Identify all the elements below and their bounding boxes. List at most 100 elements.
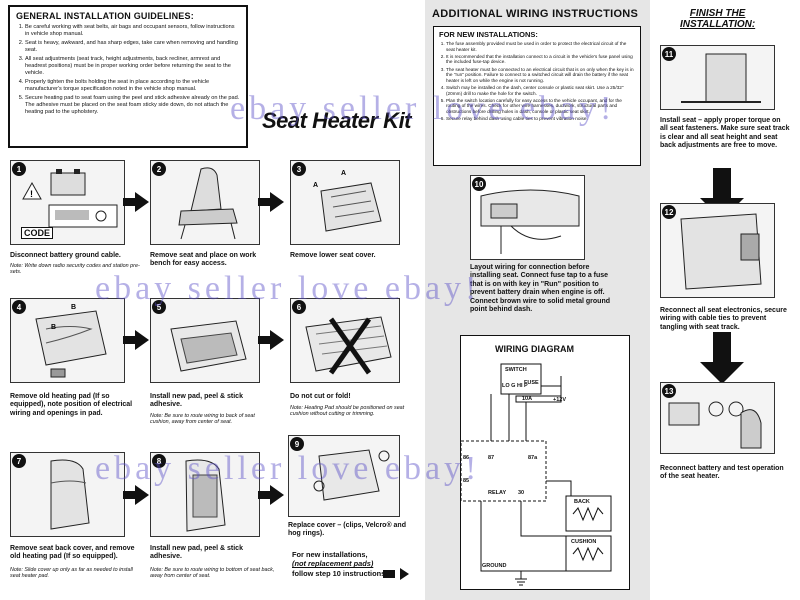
step-number: 12	[662, 205, 676, 219]
step-number: 9	[290, 437, 304, 451]
install-seat-icon	[681, 53, 761, 103]
step-number: 4	[12, 300, 26, 314]
relay-label: RELAY	[488, 490, 507, 496]
step-number: 6	[292, 300, 306, 314]
right-arrow-icon	[123, 485, 149, 505]
guideline-item: Be careful working with seat belts, air …	[25, 24, 240, 38]
guideline-item: All seat adjustments (seat track, height…	[25, 56, 240, 77]
step-number: 5	[152, 300, 166, 314]
step-8-caption: Install new pad, peel & stick adhesive.	[150, 545, 243, 561]
step-number: 11	[662, 47, 676, 61]
svg-text:!: !	[30, 189, 33, 199]
no-cut-icon	[305, 316, 392, 375]
for-new-installations-note: For new installations, (not replacement …	[292, 550, 417, 578]
for-new-line-2: (not replacement pads)	[292, 559, 374, 569]
for-new-line-1: For new installations,	[292, 550, 368, 559]
instruction-item: Switch may be installed on the dash, cen…	[446, 85, 635, 96]
dash-wiring-icon	[480, 189, 580, 254]
instruction-item: It is recommended that the installation …	[446, 54, 635, 65]
step-9-caption: Replace cover – (clips, Velcro® and hog …	[288, 522, 406, 538]
step-13-illustration	[660, 382, 775, 454]
guidelines-list: Be careful working with seat belts, air …	[16, 24, 240, 116]
wiring-schematic-icon	[461, 363, 612, 586]
seat-cover-removal-icon: AA	[313, 170, 382, 232]
step-5-illustration	[150, 298, 260, 383]
kit-title: Seat Heater Kit	[262, 108, 412, 133]
step-13-caption: Reconnect battery and test operation of …	[660, 465, 784, 481]
step-1-note: Note: Write down radio security codes an…	[10, 263, 140, 276]
step-number: 2	[152, 162, 166, 176]
finish-title-line-1: FINISH THE	[689, 8, 746, 19]
back-label: BACK	[574, 499, 590, 505]
cushion-label: CUSHION	[571, 539, 597, 545]
instruction-item: The seat heater must be connected to an …	[446, 67, 635, 84]
battery-radio-icon: !	[22, 169, 118, 228]
watermark-text: ebay seller love ebay!	[95, 270, 481, 307]
relay-pin-85: 85	[463, 478, 470, 484]
instruction-item: Secure relay behind dash using cable tie…	[446, 116, 635, 122]
watermark-text: ebay seller love ebay!	[95, 450, 481, 487]
step-7-illustration	[10, 452, 125, 537]
step-1-illustration: ! CODE	[10, 160, 125, 245]
switch-pins-label: LO G HI P	[502, 383, 528, 389]
fuse-label: FUSE	[524, 380, 539, 386]
finish-title-line-2: INSTALLATION:	[680, 19, 756, 30]
step-1-caption: Disconnect battery ground cable.	[10, 252, 121, 259]
seat-icon	[178, 167, 238, 240]
svg-text:A: A	[341, 170, 346, 177]
step-11-caption: Install seat – apply proper torque on al…	[660, 117, 790, 150]
fuse-rating-label: 10A	[522, 396, 533, 402]
additional-wiring-title: ADDITIONAL WIRING INSTRUCTIONS	[432, 8, 639, 20]
battery-test-icon	[668, 401, 762, 449]
svg-text:B: B	[71, 304, 76, 311]
seat-electronics-icon	[680, 213, 762, 290]
step-2-caption: Remove seat and place on work bench for …	[150, 252, 257, 268]
ground-label: GROUND	[482, 563, 507, 569]
wiring-diagram	[460, 335, 630, 590]
step-5-note: Note: Be sure to route wiring to back of…	[150, 413, 255, 426]
relay-pin-86: 86	[463, 455, 470, 461]
step-number: 7	[12, 454, 26, 468]
switch-label: SWITCH	[505, 367, 527, 373]
svg-text:A: A	[313, 182, 318, 189]
step-number: 10	[472, 177, 486, 191]
watermark-text: ebay seller love ebay!	[230, 90, 616, 127]
step-6-illustration	[290, 298, 400, 383]
instruction-item: Plan the switch location carefully for e…	[446, 98, 635, 115]
right-arrow-icon	[123, 330, 149, 350]
guidelines-title: GENERAL INSTALLATION GUIDELINES:	[16, 11, 194, 21]
step-4-caption: Remove old heating pad (If so equipped),…	[10, 393, 133, 417]
right-arrow-icon	[258, 330, 284, 350]
new-installations-box: FOR NEW INSTALLATIONS: The fuse assembly…	[433, 26, 641, 166]
for-new-line-3: follow step 10 instructions	[292, 568, 386, 578]
guideline-item: Properly tighten the bolts holding the s…	[25, 79, 240, 93]
step-8-note: Note: Be sure to route wiring to bottom …	[150, 567, 275, 580]
step-6-note: Note: Heating Pad should be positioned o…	[290, 405, 405, 418]
relay-pin-87a: 87a	[528, 455, 538, 461]
new-pad-icon	[170, 320, 247, 372]
step-2-illustration	[150, 160, 260, 245]
step-12-caption: Reconnect all seat electronics, secure w…	[660, 307, 787, 331]
instruction-item: The fuse assembly provided must be used …	[446, 41, 635, 52]
new-installations-title: FOR NEW INSTALLATIONS:	[439, 30, 538, 39]
seat-back-cover-icon	[50, 459, 90, 530]
clips-velcro-icon	[313, 449, 390, 501]
relay-pin-87: 87	[488, 455, 495, 461]
guideline-item: Seat is heavy, awkward, and has sharp ed…	[25, 40, 240, 54]
step-number: 3	[292, 162, 306, 176]
step-6-caption: Do not cut or fold!	[290, 393, 351, 400]
step-number: 1	[12, 162, 26, 176]
down-arrow-icon	[700, 332, 744, 384]
step-5-caption: Install new pad, peel & stick adhesive.	[150, 393, 243, 409]
seat-back-pad-icon	[185, 459, 226, 532]
general-guidelines-box: GENERAL INSTALLATION GUIDELINES: Be care…	[8, 5, 248, 148]
code-label: CODE	[21, 227, 54, 239]
step-number: 8	[152, 454, 166, 468]
step-12-illustration	[660, 203, 775, 298]
guideline-item: Secure heating pad to seat foam using th…	[25, 95, 240, 116]
step-8-illustration	[150, 452, 260, 537]
right-arrow-icon	[258, 485, 284, 505]
svg-text:B: B	[51, 324, 56, 331]
